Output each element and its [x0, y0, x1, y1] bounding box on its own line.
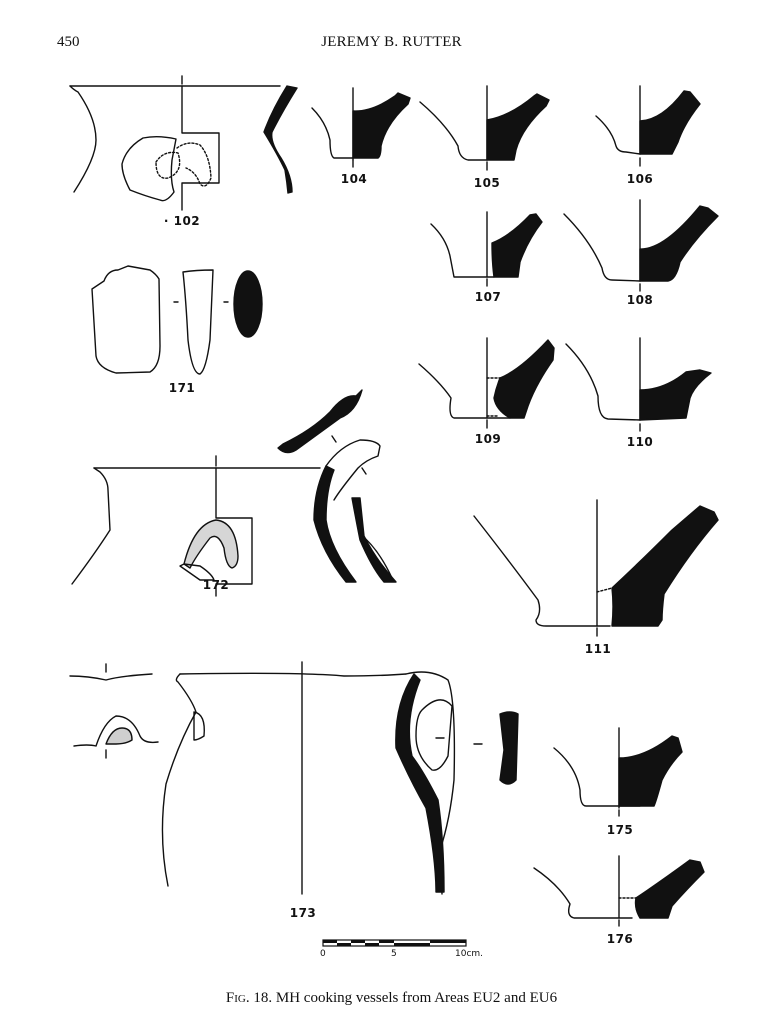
scale-bar: [322, 939, 467, 947]
catalog-number-107: 107: [474, 290, 502, 304]
vessel-172-drawing: [71, 389, 397, 597]
vessel-104-drawing: [311, 87, 411, 168]
scale-tick-0: 0: [320, 949, 326, 959]
catalog-number-109: 109: [474, 432, 502, 446]
catalog-number-175: 175: [606, 823, 634, 837]
vessel-105-drawing: [419, 85, 550, 171]
catalog-number-106: 106: [626, 172, 654, 186]
vessel-110-drawing: [565, 337, 712, 432]
vessel-176-drawing: [533, 855, 705, 927]
scale-tick-10: 10cm.: [455, 949, 484, 959]
catalog-number-110: 110: [626, 435, 654, 449]
vessel-111-drawing: [473, 499, 719, 637]
catalog-number-105: 105: [473, 176, 501, 190]
catalog-number-108: 108: [626, 293, 654, 307]
catalog-number-171: 171: [168, 381, 196, 395]
vessel-107-drawing: [430, 211, 543, 287]
page-number: 450: [57, 34, 80, 50]
vessel-109-drawing: [418, 337, 555, 429]
catalog-number-173: 173: [289, 906, 317, 920]
scale-tick-5: 5: [391, 949, 397, 959]
vessel-173-drawing: [69, 661, 519, 895]
catalog-number-176: 176: [606, 932, 634, 946]
figure-caption: Fig. 18. MH cooking vessels from Areas E…: [0, 990, 783, 1007]
catalog-number-102: · 102: [163, 214, 201, 228]
vessel-102-drawing: [69, 75, 298, 211]
running-head: JEREMY B. RUTTER: [321, 34, 462, 50]
figure-number: Fig. 18.: [225, 990, 273, 1006]
vessel-175-drawing: [553, 727, 683, 817]
catalog-number-111: 111: [584, 642, 612, 656]
vessel-106-drawing: [595, 85, 701, 167]
caption-text: MH cooking vessels from Areas EU2 and EU…: [272, 990, 558, 1006]
catalog-number-172: 172: [202, 578, 230, 592]
catalog-number-104: 104: [340, 172, 368, 186]
vessel-171-drawing: [91, 265, 263, 375]
vessel-108-drawing: [563, 199, 719, 292]
